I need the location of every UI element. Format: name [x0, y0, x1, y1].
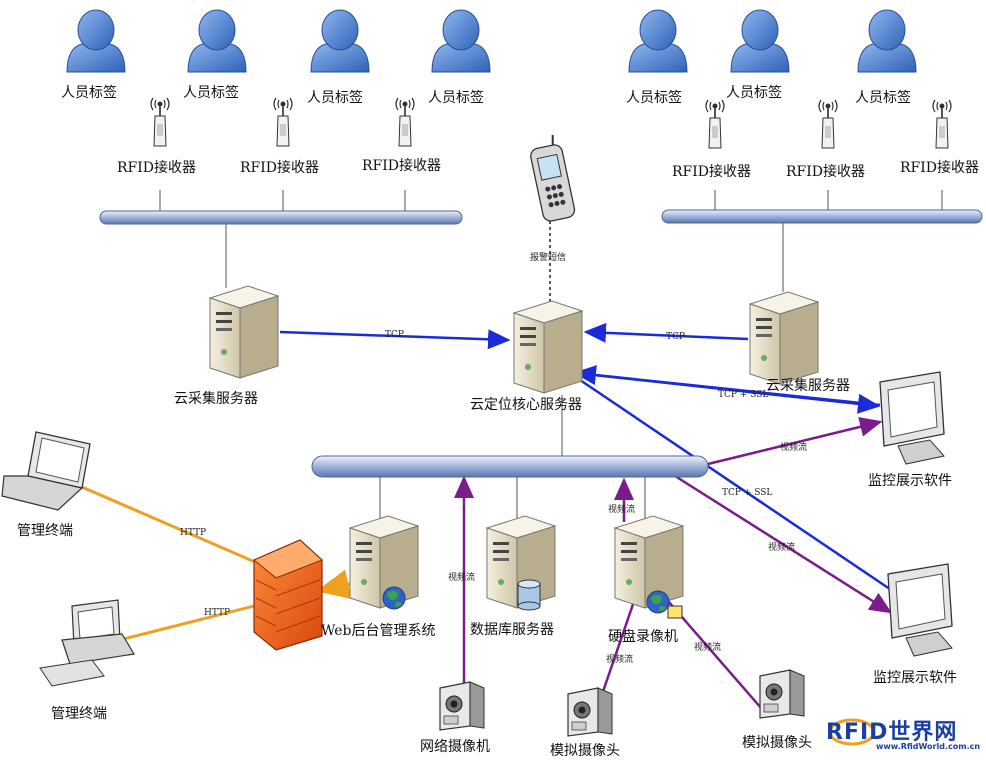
- database-cylinder-icon: [517, 579, 541, 611]
- watermark-logo-icon: [828, 718, 874, 746]
- cloud-collect-server-right-label: 云采集服务器: [766, 378, 850, 394]
- laptop-icon: [1, 431, 91, 511]
- http-label: HTTP: [204, 608, 231, 618]
- rfid-receiver-label: RFID接收器: [900, 160, 980, 176]
- http-label: HTTP: [180, 528, 207, 538]
- tcp-label: TCP: [385, 330, 404, 340]
- rfid-antenna-icon: [705, 99, 725, 149]
- cloud-collect-server-left-icon: [209, 285, 279, 379]
- rfid-antenna-icon: [932, 99, 952, 149]
- rfid-receiver-label: RFID接收器: [117, 160, 197, 176]
- analog-camera-label: 模拟摄像头: [550, 743, 620, 759]
- analog-camera-icon: [567, 687, 613, 737]
- person-tag-icon: [857, 9, 917, 73]
- person-tag-label: 人员标签: [61, 85, 117, 101]
- cloud-collect-server-right-icon: [749, 291, 819, 385]
- person-tag-label: 人员标签: [855, 90, 911, 106]
- person-tag-label: 人员标签: [626, 90, 682, 106]
- video-stream-label: 视频流: [694, 643, 722, 653]
- rfid-antenna-icon: [273, 97, 293, 147]
- video-stream-label: 视频流: [606, 655, 634, 665]
- dvr-icon: [614, 515, 684, 609]
- watermark-url: www.RfidWorld.com.cn: [876, 742, 981, 751]
- bus-right: [661, 209, 983, 224]
- rfid-antenna-icon: [150, 97, 170, 147]
- dvr-label: 硬盘录像机: [608, 629, 678, 645]
- video-stream-label: 视频流: [608, 505, 636, 515]
- rfid-receiver-label: RFID接收器: [786, 164, 866, 180]
- rfid-antenna-icon: [818, 99, 838, 149]
- mobile-phone-icon: [530, 134, 576, 222]
- person-tag-label: 人员标签: [726, 85, 782, 101]
- video-stream-label: 视频流: [780, 443, 808, 453]
- network-camera-icon: [439, 681, 485, 731]
- person-tag-label: 人员标签: [183, 85, 239, 101]
- firewall-icon: [253, 539, 323, 651]
- cloud-core-server-label: 云定位核心服务器: [470, 397, 582, 413]
- globe-icon: [382, 586, 406, 610]
- globe-icon: [646, 590, 670, 614]
- watermark: RFID世界网 www.RfidWorld.com.cn: [820, 712, 980, 756]
- tcp-ssl-label: TCP + SSL: [718, 390, 769, 400]
- video-stream-label: 视频流: [448, 573, 476, 583]
- rfid-antenna-icon: [395, 97, 415, 147]
- tcp-ssl-label: TCP + SSL: [722, 488, 773, 498]
- analog-camera-icon: [759, 669, 805, 719]
- bus-left: [99, 210, 463, 225]
- alarm-sms-label: 报警短信: [530, 253, 567, 263]
- cloud-collect-server-left-label: 云采集服务器: [174, 391, 258, 407]
- bus-drop-lines: [159, 190, 943, 524]
- web-backend-label: Web后台管理系统: [321, 623, 436, 639]
- tcp-label: TCP: [666, 332, 685, 342]
- tcp-lines: [279, 322, 921, 610]
- mgmt-terminal-label: 管理终端: [17, 523, 73, 539]
- person-tag-icon: [628, 9, 688, 73]
- folder-icon: [667, 605, 683, 619]
- bus-main: [311, 455, 709, 478]
- monitor-software-label: 监控展示软件: [868, 473, 952, 489]
- monitor-software-label: 监控展示软件: [873, 670, 957, 686]
- person-tag-icon: [66, 9, 126, 73]
- person-tag-label: 人员标签: [307, 90, 363, 106]
- cloud-core-server-icon: [513, 300, 583, 394]
- monitor-icon: [887, 563, 953, 657]
- desktop-pc-icon: [39, 599, 135, 687]
- person-tag-icon: [431, 9, 491, 73]
- monitor-icon: [879, 371, 945, 465]
- person-tag-icon: [310, 9, 370, 73]
- network-camera-label: 网络摄像机: [420, 739, 490, 755]
- rfid-receiver-label: RFID接收器: [672, 164, 752, 180]
- person-tag-icon: [187, 9, 247, 73]
- mgmt-terminal-label: 管理终端: [51, 706, 107, 722]
- video-stream-label: 视频流: [768, 543, 796, 553]
- person-tag-icon: [730, 9, 790, 73]
- rfid-receiver-label: RFID接收器: [240, 160, 320, 176]
- db-server-label: 数据库服务器: [470, 622, 554, 638]
- person-tag-label: 人员标签: [428, 90, 484, 106]
- rfid-receiver-label: RFID接收器: [362, 158, 442, 174]
- analog-camera-label: 模拟摄像头: [742, 735, 812, 751]
- watermark-logo-text: RFID世界网: [826, 720, 958, 745]
